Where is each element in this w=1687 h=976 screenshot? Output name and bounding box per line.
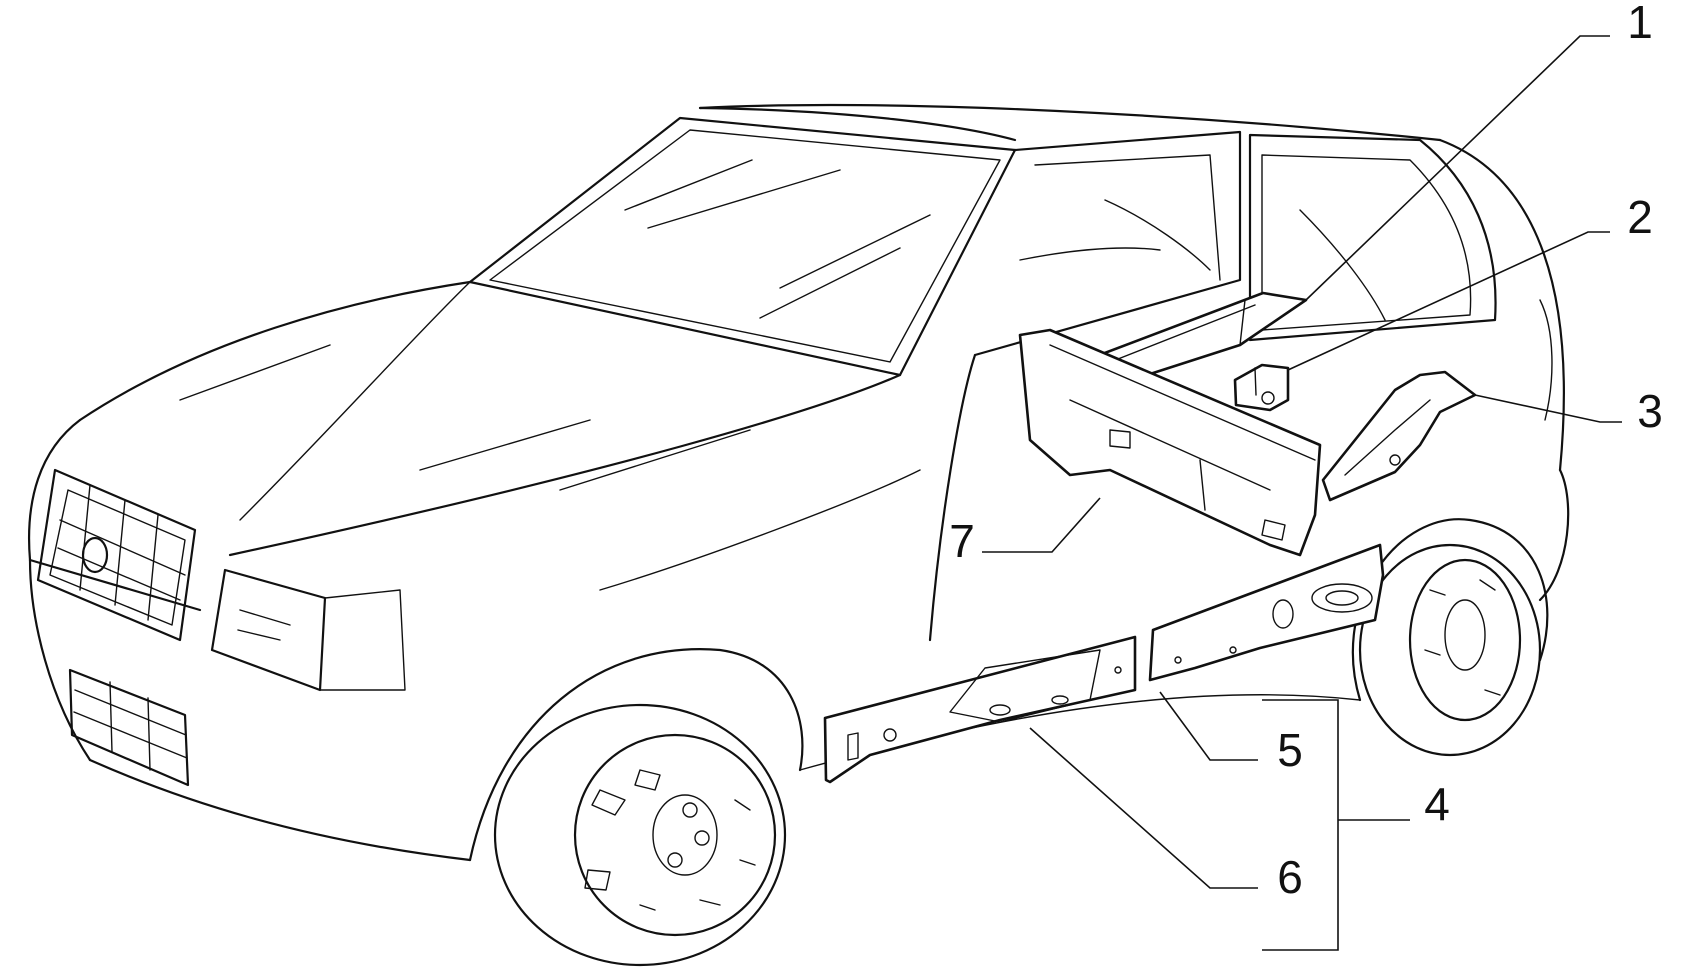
part-3-rear-member	[1321, 370, 1477, 502]
part-5-sill-panel	[1148, 543, 1385, 682]
callout-2: 2	[1627, 191, 1653, 243]
callout-7: 7	[949, 515, 975, 567]
callout-1: 1	[1627, 0, 1653, 48]
callout-labels: 1 2 3 4 5 6 7	[949, 0, 1663, 903]
part-2-bracket	[1233, 363, 1290, 412]
car-outline	[28, 104, 1570, 967]
leader-lines	[982, 35, 1622, 951]
callout-5: 5	[1277, 724, 1303, 776]
callout-6: 6	[1277, 851, 1303, 903]
part-7-cross-member	[1018, 328, 1322, 557]
part-6-sill-panel	[823, 635, 1137, 784]
callout-4: 4	[1424, 778, 1450, 830]
callout-3: 3	[1637, 385, 1663, 437]
